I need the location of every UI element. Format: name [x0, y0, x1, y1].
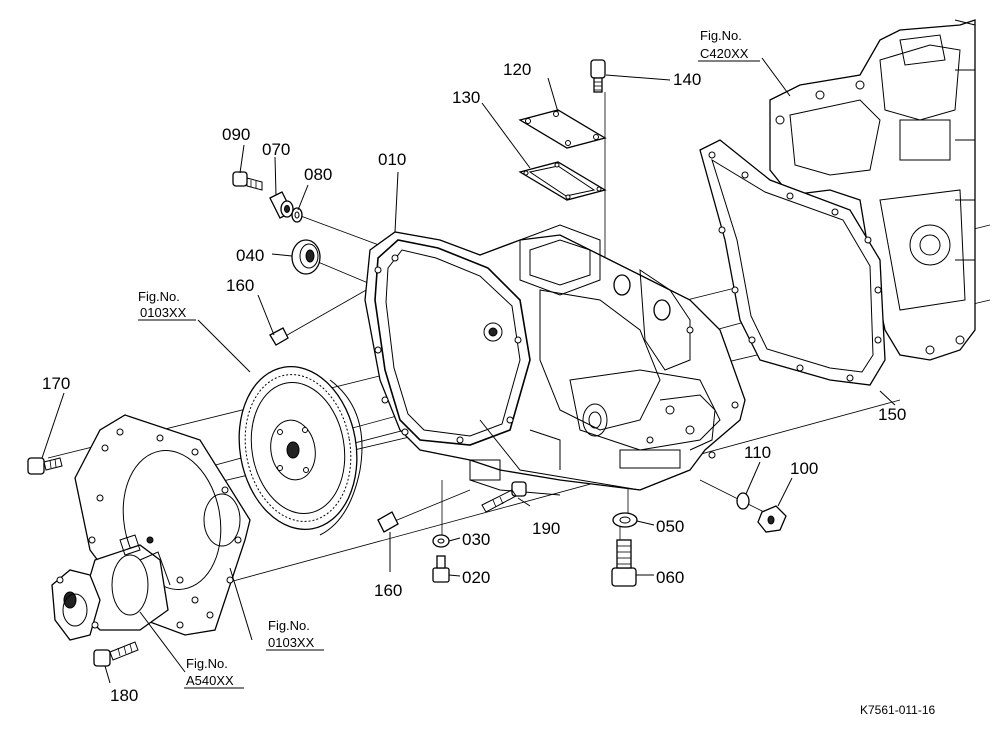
- svg-text:A540XX: A540XX: [186, 673, 234, 688]
- label-190: 190: [532, 519, 560, 538]
- label-130: 130: [452, 88, 480, 107]
- pin-160-upper: [269, 327, 289, 346]
- seal-040: [291, 239, 321, 275]
- bolt-170: [27, 457, 63, 475]
- drawing-code: K7561-011-16: [860, 703, 935, 717]
- svg-text:0103XX: 0103XX: [268, 635, 315, 650]
- gasket-130: [518, 161, 607, 201]
- main-housing-010: [364, 224, 746, 496]
- bolt-090: [232, 171, 263, 191]
- label-160-lower: 160: [374, 581, 402, 600]
- plug-140: [590, 59, 606, 93]
- label-010: 010: [378, 150, 406, 169]
- svg-text:C420XX: C420XX: [700, 46, 749, 61]
- label-140: 140: [673, 70, 701, 89]
- label-030: 030: [462, 530, 490, 549]
- bolt-190: [481, 481, 527, 513]
- svg-text:Fig.No.: Fig.No.: [186, 656, 228, 671]
- bolt-180: [93, 641, 139, 667]
- label-150: 150: [878, 405, 906, 424]
- figure-refs: Fig.No. 0103XX Fig.No. 0103XX Fig.No. C4…: [138, 28, 760, 689]
- fig-ref-transmission: Fig.No. C420XX: [698, 28, 760, 62]
- fig-ref-starter: Fig.No. A540XX: [184, 656, 244, 689]
- cover-plate-120: [518, 109, 607, 149]
- label-090: 090: [222, 125, 250, 144]
- sensor-070: [269, 191, 294, 219]
- label-070: 070: [262, 140, 290, 159]
- label-160-upper: 160: [226, 276, 254, 295]
- fig-ref-flywheel: Fig.No. 0103XX: [138, 289, 196, 321]
- flywheel: [238, 365, 363, 536]
- filter-060: [611, 539, 637, 587]
- plug-020: [432, 555, 450, 583]
- fig-ref-adapter-plate: Fig.No. 0103XX: [266, 618, 324, 651]
- label-180: 180: [110, 686, 138, 705]
- washer-030: [432, 534, 450, 548]
- svg-text:Fig.No.: Fig.No.: [700, 28, 742, 43]
- label-110: 110: [744, 443, 771, 462]
- leader-lines: [41, 57, 896, 684]
- label-120: 120: [503, 60, 531, 79]
- transmission-case: [769, 19, 976, 361]
- pin-160-lower: [377, 511, 399, 533]
- svg-text:Fig.No.: Fig.No.: [268, 618, 310, 633]
- label-060: 060: [656, 568, 684, 587]
- svg-text:0103XX: 0103XX: [140, 305, 187, 320]
- label-080: 080: [304, 165, 332, 184]
- oring-080: [291, 207, 303, 223]
- plug-100: [757, 505, 787, 533]
- starter-motor: [51, 534, 171, 641]
- label-050: 050: [656, 517, 684, 536]
- oring-110: [736, 492, 750, 510]
- part-labels: 010 020 030 040 050 060 070 080 090 100 …: [42, 60, 906, 705]
- washer-050: [612, 512, 638, 528]
- gasket-150: [699, 139, 886, 386]
- label-040: 040: [236, 246, 264, 265]
- svg-text:Fig.No.: Fig.No.: [138, 289, 180, 304]
- label-100: 100: [790, 459, 818, 478]
- label-020: 020: [462, 568, 490, 587]
- label-170: 170: [42, 374, 70, 393]
